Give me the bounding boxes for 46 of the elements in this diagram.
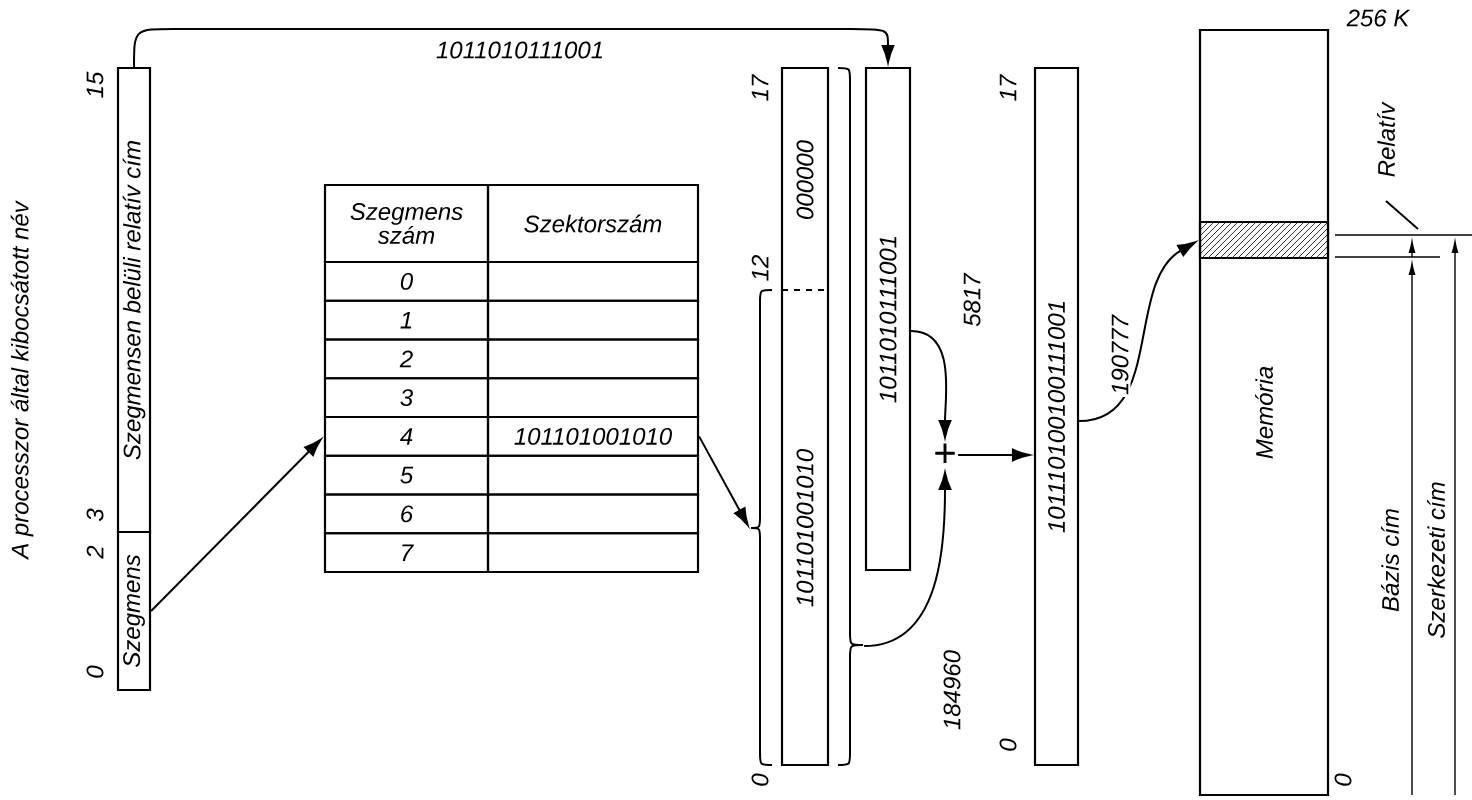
table-cell (486, 260, 700, 302)
table-cell: 6 (323, 493, 490, 535)
arrow (957, 448, 1031, 462)
edge-label: 184960 (941, 647, 963, 733)
table-cell: 4 (323, 415, 490, 457)
arrow (863, 471, 952, 648)
table-cell: 1 (323, 299, 490, 341)
table-cell (486, 338, 700, 380)
edge-label: 1011010111001 (433, 39, 607, 61)
capacity-label: 256 K (1346, 9, 1411, 27)
table-cell: 3 (323, 377, 490, 419)
arrow (133, 27, 895, 68)
table-cell (486, 532, 700, 574)
table-cell: 5 (323, 454, 490, 496)
register-box: 101110100100111001 (1033, 66, 1080, 767)
dimension-label: Relatív (1377, 101, 1395, 177)
bit-number: 0 (1334, 773, 1352, 786)
arrow (910, 330, 952, 439)
table-header-cell: Szegmens szám (323, 183, 490, 264)
table-cell (486, 299, 700, 341)
register-box: 1011010111001 (864, 66, 912, 572)
table-cell (486, 493, 700, 535)
side-label: A processzor által kibocsátott név (10, 200, 34, 560)
table-cell: 2 (323, 338, 490, 380)
dimension-label: Bázis cím (1381, 509, 1399, 612)
table-cell: 0 (323, 260, 490, 302)
leader-line (1385, 200, 1419, 231)
dimension-label: Szerkezeti cím (1427, 482, 1445, 638)
plus-sign: + (935, 443, 955, 464)
edge-label: 5817 (961, 271, 983, 329)
table-cell: 7 (323, 532, 490, 574)
table-header-cell: Szektorszám (486, 183, 700, 264)
bit-number: 12 (751, 255, 769, 281)
hatched-band (1198, 220, 1330, 260)
arrow (1078, 241, 1196, 423)
table-cell: 101101001010 (486, 415, 700, 457)
memory-box: Memória (1198, 28, 1330, 797)
table-cell (486, 377, 700, 419)
register-field: Szegmens (116, 530, 152, 692)
bit-number: 17 (751, 73, 769, 101)
register-field: Szegmensen belüli relatív cím (116, 66, 152, 534)
bit-number: 2 (86, 545, 104, 559)
table-cell (486, 454, 700, 496)
arrow (150, 438, 322, 612)
bit-number: 3 (86, 508, 104, 522)
edge-label: 190777 (1109, 312, 1131, 398)
